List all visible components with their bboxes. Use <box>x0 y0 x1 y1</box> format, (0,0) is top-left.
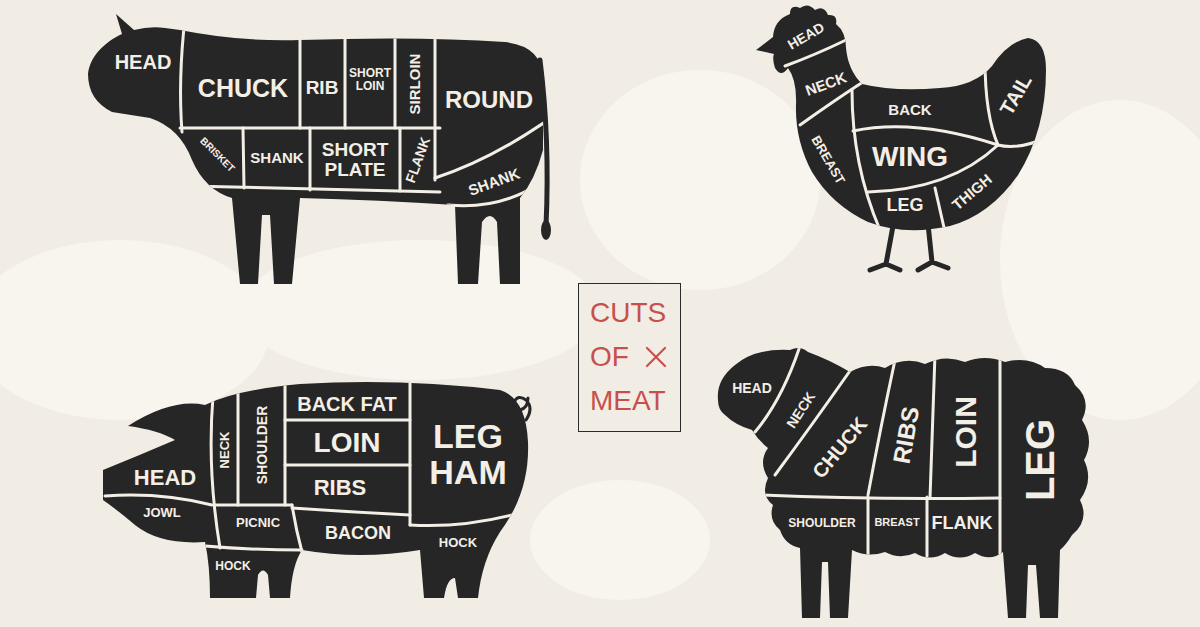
cut-label: HEAD <box>134 466 196 489</box>
cut-label: BREAST <box>874 517 919 529</box>
cut-label: SIRLOIN <box>407 54 423 115</box>
cow-tail <box>540 60 547 226</box>
cow-cut-lines <box>180 18 548 206</box>
cut-label: LEG <box>886 196 923 215</box>
cut-label: HEAD <box>115 52 172 73</box>
cut-label: LOIN <box>314 428 381 457</box>
cut-label: JOWL <box>143 506 181 520</box>
pig-silhouette <box>103 382 528 598</box>
cut-label: NECK <box>218 432 232 469</box>
diagram-title: CUTS OF MEAT <box>590 291 666 423</box>
cut-label: SHOULDER <box>788 517 855 530</box>
cut-label: ROUND <box>445 87 533 112</box>
cut-label: SHOULDER <box>255 406 270 485</box>
pig-cut-lines <box>105 382 512 552</box>
cow-silhouette <box>88 14 543 284</box>
cut-label: HEAD <box>732 381 772 396</box>
cut-label: SHANK <box>250 150 303 166</box>
multiply-symbol <box>645 346 667 368</box>
cut-label: HOCK <box>439 536 477 550</box>
cut-label: SHORT LOIN <box>349 67 391 92</box>
sheep-cut-lines <box>755 346 1000 556</box>
cut-label: PICNIC <box>236 516 280 530</box>
cut-label: CHUCK <box>198 75 288 101</box>
cut-label: LEG <box>1019 419 1061 501</box>
cut-label: BACON <box>325 524 391 543</box>
title-frame: CUTS OF MEAT <box>578 283 681 432</box>
cut-label: HOCK <box>215 560 250 573</box>
sheep-silhouette <box>718 348 1089 618</box>
cut-label: SHORT PLATE <box>322 140 389 180</box>
chicken-silhouette <box>756 5 1046 230</box>
cut-label: RIBS <box>314 476 367 499</box>
cut-label: BACK <box>888 102 931 118</box>
cut-label: FLANK <box>932 514 993 533</box>
cut-label: LEG HAM <box>429 419 506 490</box>
chicken-cut-lines <box>785 40 1046 232</box>
cut-label: BACK FAT <box>297 394 397 415</box>
cut-label: WING <box>872 142 948 171</box>
cut-label: LOIN <box>950 396 982 468</box>
pig-tail <box>514 397 530 420</box>
chicken-legs <box>870 224 948 270</box>
cut-label: RIB <box>306 78 339 98</box>
